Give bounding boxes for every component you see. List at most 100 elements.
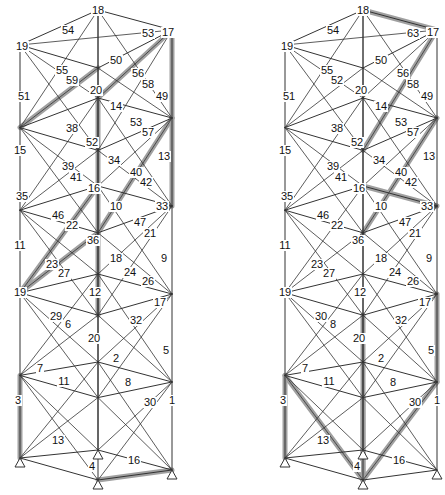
column-member bbox=[172, 118, 173, 206]
member-number: 39 bbox=[326, 161, 340, 172]
brace-member bbox=[98, 98, 172, 206]
member-number: 20 bbox=[87, 333, 101, 344]
member-number: 58 bbox=[141, 79, 155, 90]
member-number: 32 bbox=[129, 315, 143, 326]
member-number: 4 bbox=[353, 461, 361, 472]
brace-member bbox=[363, 315, 437, 382]
brace-member bbox=[363, 398, 437, 470]
member-number: 15 bbox=[278, 145, 292, 156]
member-number: 57 bbox=[406, 127, 420, 138]
brace-member bbox=[285, 362, 363, 458]
member-number: 11 bbox=[278, 240, 291, 251]
member-number: 15 bbox=[13, 145, 27, 156]
pin-support bbox=[358, 480, 368, 489]
highlighted-member bbox=[361, 398, 366, 480]
member-number: 8 bbox=[389, 377, 397, 388]
member-number: 36 bbox=[86, 235, 100, 246]
member-number: 34 bbox=[372, 155, 386, 166]
brace-member bbox=[98, 294, 172, 398]
ring-member bbox=[363, 470, 437, 480]
brace-member bbox=[363, 294, 437, 398]
ring-member bbox=[363, 382, 437, 398]
brace-member bbox=[20, 274, 98, 375]
brace-member bbox=[20, 375, 98, 450]
member-number: 56 bbox=[396, 68, 410, 79]
ring-member bbox=[363, 450, 437, 470]
ring-member bbox=[285, 10, 363, 45]
column-member bbox=[20, 210, 21, 293]
column-member bbox=[172, 206, 173, 294]
member-number: 51 bbox=[282, 91, 296, 102]
member-number: 52 bbox=[330, 75, 344, 86]
member-number: 50 bbox=[109, 55, 123, 66]
member-number: 17 bbox=[426, 27, 440, 38]
brace-member bbox=[20, 68, 98, 128]
member-number: 54 bbox=[61, 25, 75, 36]
member-number: 24 bbox=[388, 267, 402, 278]
highlighted-member bbox=[285, 375, 363, 480]
highlighted-member bbox=[363, 382, 437, 480]
member-number: 52 bbox=[85, 137, 99, 148]
ring-member bbox=[20, 375, 98, 397]
highlighted-member bbox=[361, 315, 366, 397]
member-number: 1 bbox=[433, 395, 441, 406]
brace-member bbox=[363, 206, 437, 315]
ring-member bbox=[20, 210, 98, 233]
column-member bbox=[285, 210, 286, 293]
member-number: 30 bbox=[314, 311, 328, 322]
member-number: 14 bbox=[109, 101, 123, 112]
column-member bbox=[437, 206, 438, 294]
member-number: 34 bbox=[107, 155, 121, 166]
ring-member bbox=[98, 450, 172, 470]
member-number: 30 bbox=[143, 397, 157, 408]
member-number: 12 bbox=[353, 287, 367, 298]
member-number: 7 bbox=[301, 363, 309, 374]
brace-member bbox=[20, 362, 98, 458]
brace-member bbox=[363, 150, 437, 206]
member-number: 18 bbox=[91, 5, 105, 16]
member-number: 19 bbox=[278, 287, 292, 298]
member-number: 13 bbox=[316, 435, 330, 446]
member-number: 11 bbox=[322, 376, 335, 387]
member-number: 20 bbox=[354, 85, 368, 96]
brace-member bbox=[98, 150, 172, 206]
pin-support bbox=[93, 450, 103, 459]
member-number: 26 bbox=[406, 276, 420, 287]
member-number: 63 bbox=[406, 28, 420, 39]
member-number: 18 bbox=[374, 253, 388, 264]
member-number: 17 bbox=[153, 297, 167, 308]
ring-member bbox=[363, 362, 437, 382]
brace-member bbox=[285, 10, 363, 128]
member-number: 16 bbox=[127, 455, 141, 466]
brace-member bbox=[20, 315, 98, 375]
member-number: 46 bbox=[51, 210, 65, 221]
ring-member bbox=[98, 470, 172, 480]
ring-member bbox=[98, 294, 172, 315]
brace-member bbox=[98, 186, 172, 294]
brace-member bbox=[98, 233, 172, 294]
pin-support bbox=[15, 458, 25, 467]
member-number: 14 bbox=[374, 101, 388, 112]
brace-member bbox=[20, 293, 98, 398]
brace-member bbox=[98, 398, 172, 470]
member-number: 27 bbox=[57, 268, 71, 279]
member-number: 57 bbox=[141, 127, 155, 138]
highlighted-member bbox=[363, 118, 437, 233]
member-number: 18 bbox=[109, 253, 123, 264]
member-number: 50 bbox=[374, 55, 388, 66]
member-number: 5 bbox=[427, 345, 435, 356]
member-number: 54 bbox=[326, 25, 340, 36]
ring-member bbox=[285, 362, 363, 375]
highlighted-member bbox=[98, 470, 172, 480]
brace-member bbox=[285, 210, 363, 315]
member-number: 1 bbox=[168, 395, 176, 406]
brace-member bbox=[20, 45, 98, 98]
column-member bbox=[437, 30, 438, 118]
column-member bbox=[172, 30, 173, 118]
brace-member bbox=[20, 45, 98, 150]
brace-member bbox=[363, 98, 437, 206]
highlighted-member bbox=[170, 118, 175, 206]
member-number: 29 bbox=[49, 311, 63, 322]
member-number: 27 bbox=[322, 268, 336, 279]
member-number: 39 bbox=[61, 161, 75, 172]
